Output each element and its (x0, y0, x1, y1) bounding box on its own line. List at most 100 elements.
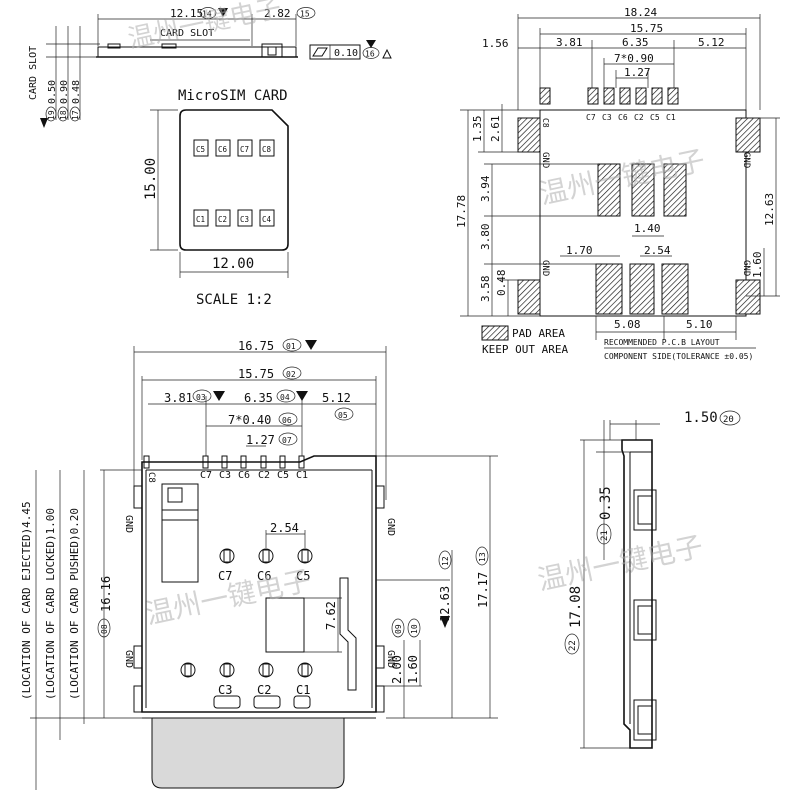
main-dim-3-81: 3.81 (164, 391, 193, 405)
main-contact-c8: C8 (146, 472, 156, 483)
pcb-dim-3-58: 3.58 (479, 276, 492, 303)
flatness-value: 0.10 (334, 48, 358, 59)
pcb-dim-15-75: 15.75 (630, 22, 663, 35)
dim-0-48: 0.48 (71, 80, 82, 104)
main-contact-c5: C5 (277, 470, 289, 481)
main-dim-6-35: 6.35 (244, 391, 273, 405)
note-recommended-layout: RECOMMENDED P.C.B LAYOUT (604, 338, 720, 347)
card-contact-c2: C2 (218, 215, 227, 224)
side-dim-0-35: 0.35 (598, 486, 614, 520)
bubble-19: 19 (47, 110, 56, 120)
main-contact-c1: C1 (296, 470, 308, 481)
main-dim-12-63: 12.63 (438, 586, 452, 622)
note-component-side: COMPONENT SIDE(TOLERANCE ±0.05) (604, 352, 753, 361)
main-gnd-tl: GND (123, 515, 134, 533)
scale-label: SCALE 1:2 (196, 292, 272, 308)
pcb-dim-2-61: 2.61 (489, 116, 502, 143)
main-gnd-br: GND (385, 650, 396, 668)
pcb-layout-view: 18.24 15.75 1.56 3.81 6.35 5.12 7*0.90 1… (455, 6, 780, 361)
bubble-05: 05 (338, 411, 348, 420)
card-title: MicroSIM CARD (178, 88, 288, 104)
main-contact-c2: C2 (258, 470, 270, 481)
pcb-dim-1-60: 1.60 (751, 252, 764, 279)
pcb-gnd-br: GND (741, 260, 751, 276)
bubble-07: 07 (282, 436, 292, 445)
main-dim-16-16: 16.16 (99, 576, 113, 612)
bubble-03: 03 (196, 393, 206, 402)
main-dim-pitch: 7*0.40 (228, 413, 271, 427)
card-contact-c5: C5 (196, 145, 205, 154)
pcb-gnd-bl: GND (540, 260, 550, 276)
main-contact-c6: C6 (238, 470, 250, 481)
top-profile-view: 12.15 14 2.82 15 CARD SLOT 0.10 16 CARD … (28, 7, 392, 128)
pcb-dim-5-08: 5.08 (614, 318, 641, 331)
pcb-contact-c5: C5 (650, 113, 660, 122)
main-contact-c7: C7 (200, 470, 212, 481)
card-width-dim: 12.00 (212, 256, 254, 272)
card-contacts: C5 C6 C7 C8 C1 C2 C3 C4 (193, 139, 275, 227)
pcb-contact-c8: C8 (541, 118, 550, 128)
main-contact-c3: C3 (219, 470, 231, 481)
card-contact-c4: C4 (262, 215, 272, 224)
card-height-dim: 15.00 (143, 158, 159, 200)
pcb-dim-0-48: 0.48 (495, 270, 508, 297)
loc-card-pushed: (LOCATION OF CARD PUSHED)0.20 (68, 508, 81, 700)
pcb-dim-2-54: 2.54 (644, 244, 671, 257)
dim-0-90: 0.90 (59, 80, 70, 104)
hole-label-c2: C2 (257, 683, 271, 697)
dim-0-50: 0.50 (47, 80, 58, 104)
contact-holes-row2 (180, 662, 313, 678)
main-dim-1-27: 1.27 (246, 433, 275, 447)
bubble-04: 04 (280, 393, 290, 402)
main-gnd-bl: GND (123, 650, 134, 668)
pcb-dim-3-80: 3.80 (479, 224, 492, 251)
pcb-contact-labels: C7 C3 C6 C2 C5 C1 C8 (541, 113, 676, 128)
pcb-contact-c7: C7 (586, 113, 596, 122)
pcb-dim-18-24: 18.24 (624, 6, 657, 19)
pcb-dim-5-10: 5.10 (686, 318, 713, 331)
bubble-20: 20 (723, 415, 734, 425)
bubble-02: 02 (286, 370, 296, 379)
hole-label-c7: C7 (218, 569, 232, 583)
bubble-01: 01 (286, 342, 296, 351)
pcb-dim-1-56: 1.56 (482, 37, 509, 50)
watermark-4: 温州一键电子 (535, 530, 706, 597)
pcb-dim-3-81: 3.81 (556, 36, 583, 49)
side-dim-17-08: 17.08 (568, 586, 584, 628)
legend-pad-swatch (481, 325, 509, 341)
loc-card-locked: (LOCATION OF CARD LOCKED)1.00 (44, 508, 57, 700)
pcb-dim-5-12: 5.12 (698, 36, 725, 49)
bubble-09: 09 (394, 624, 403, 634)
card-contact-c1: C1 (196, 215, 205, 224)
card-slot-label: CARD SLOT (160, 28, 214, 39)
pcb-dim-pitch: 7*0.90 (614, 52, 654, 65)
hole-label-c1: C1 (296, 683, 310, 697)
main-dim-2-00: 2.00 (390, 655, 404, 684)
main-dim-16-75: 16.75 (238, 339, 274, 353)
pcb-gnd-tr: GND (741, 152, 751, 168)
pcb-dim-1-27: 1.27 (624, 66, 651, 79)
bubble-22: 22 (568, 640, 578, 651)
pcb-dim-12-63: 12.63 (763, 193, 776, 226)
bubble-15: 15 (300, 10, 310, 19)
bubble-16: 16 (365, 50, 375, 59)
dim-card-slot-width: 12.15 (170, 7, 203, 20)
bubble-14: 14 (202, 10, 212, 19)
side-dim-1-50: 1.50 (684, 410, 718, 426)
pcb-dim-6-35: 6.35 (622, 36, 649, 49)
pcb-gnd-tl: GND (540, 152, 550, 168)
hole-label-c6: C6 (257, 569, 271, 583)
pcb-contact-c1: C1 (666, 113, 676, 122)
loc-card-ejected: (LOCATION OF CARD EJECTED)4.45 (20, 501, 33, 700)
bubble-12: 12 (441, 556, 450, 566)
hole-label-c3: C3 (218, 683, 232, 697)
pcb-contact-c3: C3 (602, 113, 612, 122)
main-dim-1-60: 1.60 (406, 655, 420, 684)
microsim-card-view: MicroSIM CARD C5 C6 C7 C8 C1 C2 C3 C4 15… (143, 88, 289, 308)
card-contact-c6: C6 (218, 145, 228, 154)
pcb-dim-17-78: 17.78 (455, 195, 468, 228)
connector-main-view: 16.75 01 15.75 02 3.81 03 6.35 04 5.12 0… (20, 338, 498, 790)
card-slot-vertical-label: CARD SLOT (28, 46, 39, 100)
main-dim-15-75: 15.75 (238, 367, 274, 381)
